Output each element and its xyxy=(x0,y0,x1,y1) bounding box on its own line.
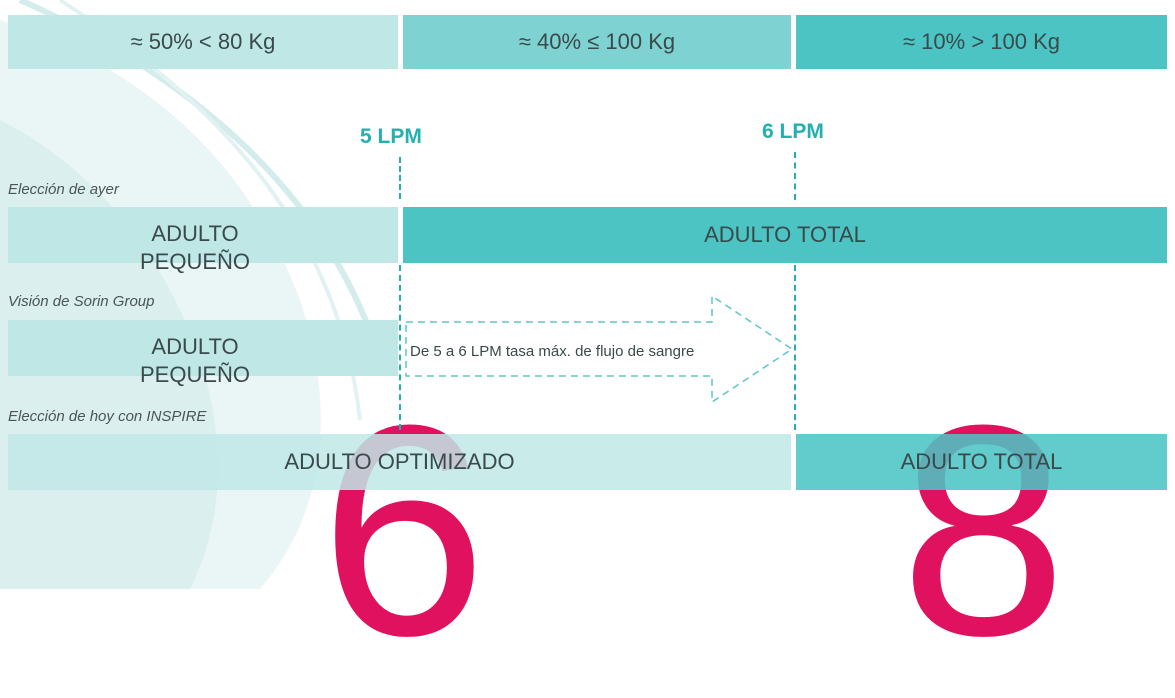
row-label-sorin: Visión de Sorin Group xyxy=(8,293,155,310)
divider-line-5lpm-bottom xyxy=(399,265,401,430)
row-label-today: Elección de hoy con INSPIRE xyxy=(8,408,207,425)
bar-yesterday-small xyxy=(8,207,398,263)
bar-sorin-small-label: ADULTO PEQUEÑO xyxy=(139,334,251,387)
big-number-eight: 8 xyxy=(900,362,1067,698)
band-up-to-100kg-label: ≈ 40% ≤ 100 Kg xyxy=(518,29,676,54)
bar-sorin-small xyxy=(8,320,398,376)
band-under-80kg-label: ≈ 50% < 80 Kg xyxy=(130,29,276,54)
divider-line-6lpm-top xyxy=(794,152,796,200)
big-number-six: 6 xyxy=(320,362,487,698)
bar-today-total-label: ADULTO TOTAL xyxy=(900,449,1063,474)
divider-line-5lpm-top xyxy=(399,157,401,199)
flow-arrow-text: De 5 a 6 LPM tasa máx. de flujo de sangr… xyxy=(410,343,695,360)
bar-today-optimized-label: ADULTO OPTIMIZADO xyxy=(284,449,515,474)
bar-yesterday-small-label: ADULTO PEQUEÑO xyxy=(139,221,251,274)
row-label-yesterday: Elección de ayer xyxy=(8,181,119,198)
bar-yesterday-total: ADULTO TOTAL xyxy=(403,207,1167,263)
band-up-to-100kg: ≈ 40% ≤ 100 Kg xyxy=(403,15,791,69)
bar-today-optimized: ADULTO OPTIMIZADO xyxy=(8,434,791,490)
band-over-100kg-label: ≈ 10% > 100 Kg xyxy=(902,29,1061,54)
marker-6-lpm: 6 LPM xyxy=(762,120,824,143)
marker-5-lpm: 5 LPM xyxy=(360,125,422,148)
band-over-100kg: ≈ 10% > 100 Kg xyxy=(796,15,1167,69)
flow-arrow xyxy=(405,294,794,404)
divider-line-6lpm-bottom xyxy=(794,265,796,430)
bar-yesterday-total-label: ADULTO TOTAL xyxy=(704,222,866,247)
bar-today-total: ADULTO TOTAL xyxy=(796,434,1167,490)
band-under-80kg: ≈ 50% < 80 Kg xyxy=(8,15,398,69)
